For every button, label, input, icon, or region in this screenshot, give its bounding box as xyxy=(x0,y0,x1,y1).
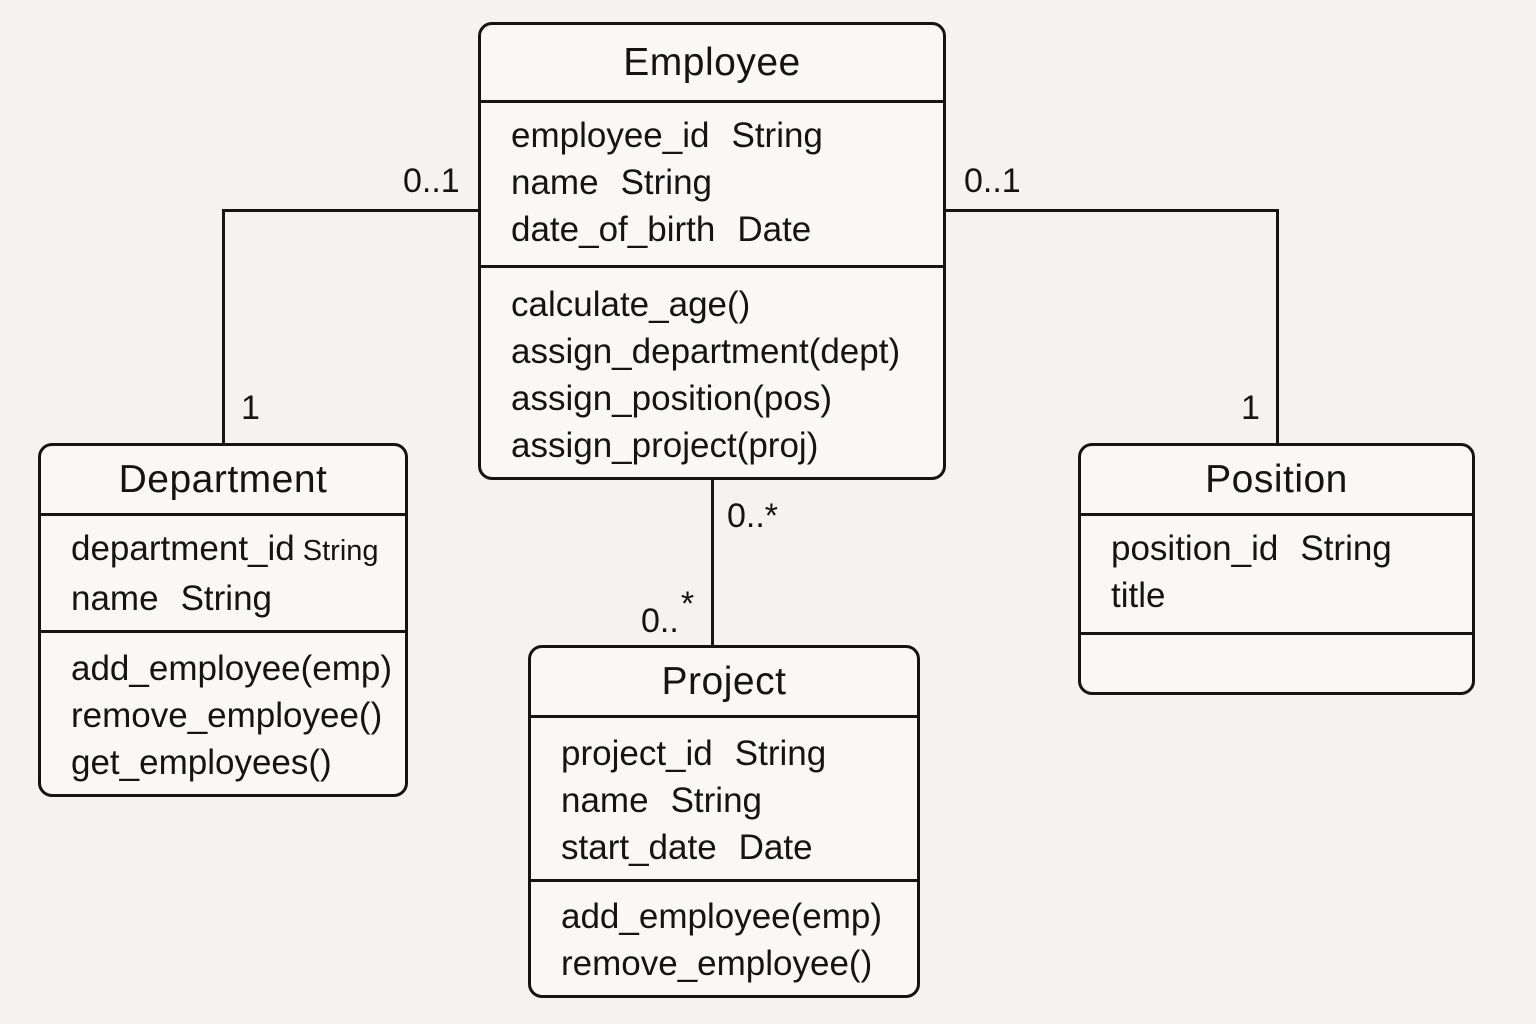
class-position-title: Position xyxy=(1205,457,1348,501)
class-department-title: Department xyxy=(118,457,328,501)
attribute-row: name String xyxy=(511,159,937,206)
attribute-name: position_id xyxy=(1111,529,1279,568)
attribute-row: name String xyxy=(561,777,911,824)
attribute-row: project_id String xyxy=(561,730,911,777)
attribute-name: department_id xyxy=(71,529,295,568)
multiplicity-employee-department-employee-end: 0..1 xyxy=(403,162,460,200)
attribute-type: String xyxy=(620,163,712,202)
attribute-name: date_of_birth xyxy=(511,210,716,249)
class-department-methods: add_employee(emp) remove_employee() get_… xyxy=(41,630,405,794)
method-row: assign_project(proj) xyxy=(511,426,819,465)
multiplicity-employee-project-employee-end: 0..* xyxy=(727,497,779,535)
attribute-type: String xyxy=(1300,529,1392,568)
connector-employee-department-vertical xyxy=(222,209,225,444)
multiplicity-base: 0.. xyxy=(641,602,679,640)
multiplicity-employee-project-project-end: 0..* xyxy=(641,585,694,641)
attribute-type: String xyxy=(731,116,823,155)
attribute-row: position_id String xyxy=(1111,525,1466,572)
connector-employee-project-vertical xyxy=(711,479,714,646)
class-position-attributes: position_id String title xyxy=(1081,513,1472,632)
method-row: add_employee(emp) xyxy=(561,897,883,936)
attribute-name: title xyxy=(1111,576,1166,615)
attribute-name: name xyxy=(561,781,649,820)
multiplicity-employee-position-position-end: 1 xyxy=(1241,389,1260,427)
method-row: remove_employee() xyxy=(561,944,873,983)
class-position-methods xyxy=(1081,632,1472,692)
class-project-title: Project xyxy=(661,659,787,703)
class-project-methods: add_employee(emp) remove_employee() xyxy=(531,879,917,995)
attribute-type: String xyxy=(670,781,762,820)
attribute-row: date_of_birth Date xyxy=(511,206,937,253)
attribute-name: name xyxy=(71,579,159,618)
multiplicity-employee-department-department-end: 1 xyxy=(241,389,260,427)
method-row: add_employee(emp) xyxy=(71,649,393,688)
attribute-type: String xyxy=(302,535,379,567)
attribute-name: project_id xyxy=(561,734,713,773)
attribute-type: String xyxy=(734,734,827,773)
class-position: Position position_id String title xyxy=(1078,443,1475,695)
method-row: assign_department(dept) xyxy=(511,332,901,371)
attribute-name: name xyxy=(511,163,599,202)
attribute-row: start_date Date xyxy=(561,824,911,871)
multiplicity-star: * xyxy=(680,585,695,623)
attribute-name: employee_id xyxy=(511,116,710,155)
method-row: get_employees() xyxy=(71,743,332,782)
multiplicity-employee-position-employee-end: 0..1 xyxy=(964,162,1021,200)
class-employee-title: Employee xyxy=(623,40,801,84)
attribute-type: Date xyxy=(738,828,813,867)
connector-employee-position-vertical xyxy=(1276,209,1279,444)
attribute-row: name String xyxy=(71,575,399,622)
attribute-name: start_date xyxy=(561,828,717,867)
class-employee-methods: calculate_age() assign_department(dept) … xyxy=(481,265,943,477)
method-row: remove_employee() xyxy=(71,696,383,735)
attribute-type: String xyxy=(180,579,272,618)
method-row: calculate_age() xyxy=(511,285,751,324)
method-row: assign_position(pos) xyxy=(511,379,833,418)
connector-employee-department-horizontal xyxy=(222,209,481,212)
connector-employee-position-horizontal xyxy=(945,209,1279,212)
attribute-type: Date xyxy=(737,210,812,249)
attribute-row: employee_id String xyxy=(511,112,937,159)
attribute-row: title xyxy=(1111,572,1466,619)
